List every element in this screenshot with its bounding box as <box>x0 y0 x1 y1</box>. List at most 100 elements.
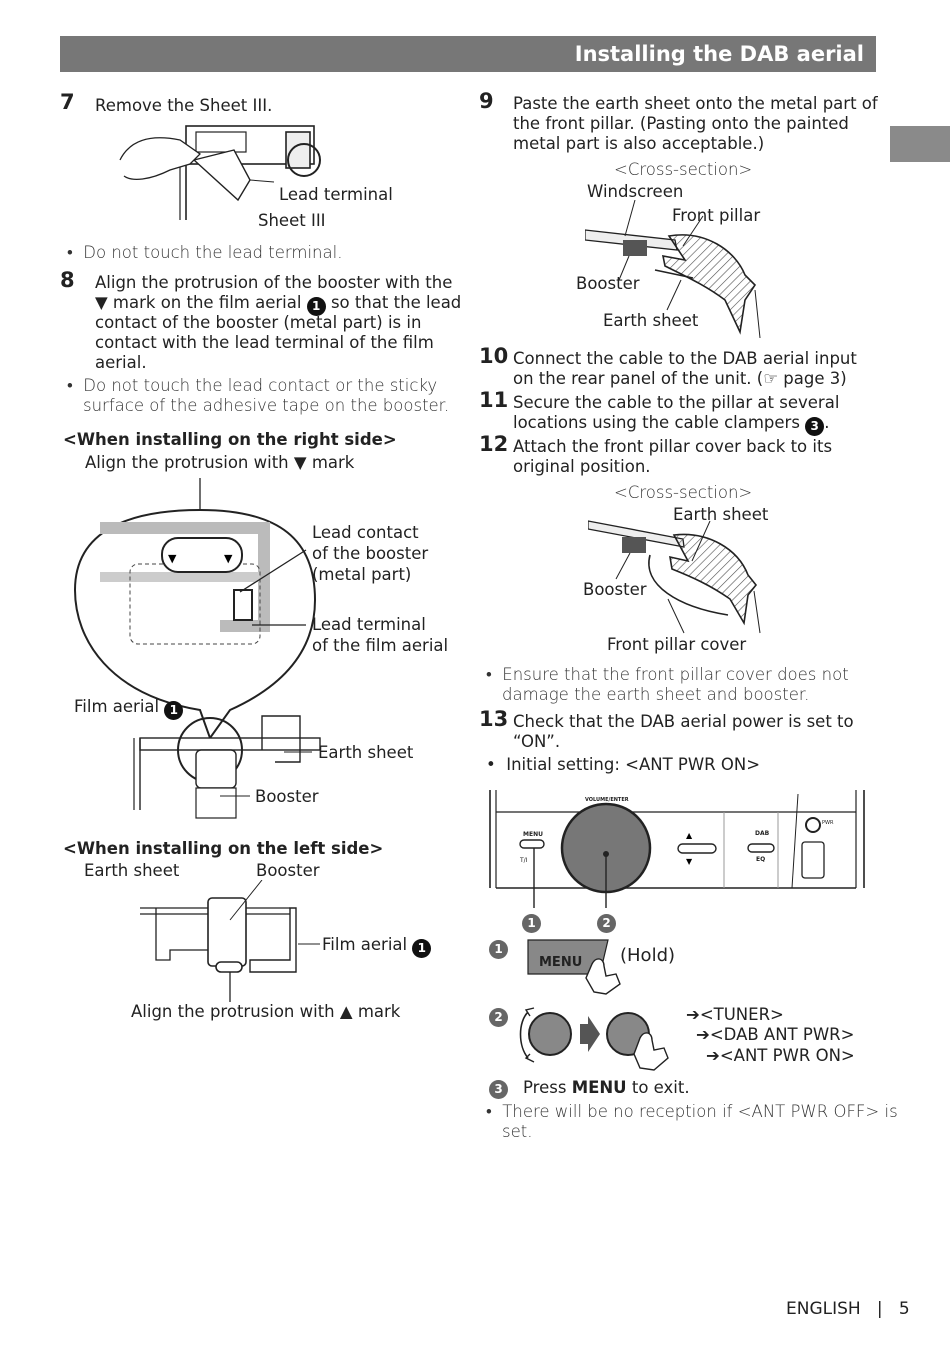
lead-terminal-label-2: of the film aerial <box>312 636 449 655</box>
panel-eq-text: EQ <box>756 856 766 863</box>
path-dab-ant-pwr: ➔<DAB ANT PWR> <box>696 1025 855 1044</box>
path-tuner: ➔<TUNER> <box>686 1005 784 1024</box>
step-8-text-d: contact with the lead terminal of the fi… <box>95 333 434 352</box>
callout-2-icon: 2 <box>597 914 616 933</box>
left-align-label: Align the protrusion with ▲ mark <box>131 1002 401 1021</box>
step-9-text-c: metal part is also acceptable.) <box>513 134 765 153</box>
footer-language: ENGLISH <box>786 1299 861 1319</box>
footer-separator: | <box>876 1299 883 1319</box>
marker-1-icon: 1 <box>164 701 184 720</box>
step-7-bullet: • Do not touch the lead terminal. <box>67 243 343 262</box>
knob-turn-push-illustration <box>519 1007 669 1071</box>
step-13-text-a: Check that the DAB aerial power is set t… <box>513 712 854 731</box>
step-13-text-b: “ON”. <box>513 732 561 751</box>
callout-1: 1 <box>522 910 541 933</box>
proc-marker-2-icon: 2 <box>489 1008 508 1027</box>
panel-pwr-text: PWR <box>822 820 834 826</box>
footer: ENGLISH | 5 <box>786 1299 910 1319</box>
step-13-number: 13 <box>479 707 509 731</box>
booster-label-9: Booster <box>576 274 640 293</box>
lead-terminal-label: Lead terminal <box>279 185 393 204</box>
proc-step-1: 1 <box>489 936 508 959</box>
header-bar: Installing the DAB aerial <box>60 36 876 72</box>
svg-text:▲: ▲ <box>686 831 693 840</box>
left-side-heading: <When installing on the left side> <box>63 839 384 858</box>
step-8-number: 8 <box>60 268 75 292</box>
step-10-number: 10 <box>479 344 509 368</box>
svg-text:▼: ▼ <box>224 552 233 565</box>
left-earth-sheet-label: Earth sheet <box>84 861 180 880</box>
proc-step-2: 2 <box>489 1004 508 1027</box>
booster-label-12: Booster <box>583 580 647 599</box>
step-10-text-b: on the rear panel of the unit. (☞ page 3… <box>513 369 847 388</box>
press-menu-text: Press MENU to exit. <box>523 1078 690 1097</box>
proc-step-3: 3 <box>489 1076 508 1099</box>
step-11-text-b: locations using the cable clampers 3. <box>513 413 829 436</box>
hold-label: (Hold) <box>620 945 676 966</box>
cross-section-label-1: <Cross-section> <box>614 160 753 179</box>
lead-contact-label-2: of the booster <box>312 544 429 563</box>
right-align-label: Align the protrusion with ▼ mark <box>85 453 355 472</box>
marker-1-icon: 1 <box>306 297 326 316</box>
proc-bullet-a: • There will be no reception if <ANT PWR… <box>486 1102 898 1121</box>
step-9-text-b: the front pillar. (Pasting onto the pain… <box>513 114 849 133</box>
front-panel-illustration: ▲ ▼ <box>489 790 865 908</box>
page-title: Installing the DAB aerial <box>574 42 864 66</box>
step-10-text-a: Connect the cable to the DAB aerial inpu… <box>513 349 857 368</box>
step-9-number: 9 <box>479 89 494 113</box>
panel-tiq-text: T/I <box>520 857 528 864</box>
path-ant-pwr-on: ➔<ANT PWR ON> <box>706 1046 855 1065</box>
lead-contact-label-3: (metal part) <box>312 565 412 584</box>
panel-dab-text: DAB <box>755 830 770 837</box>
front-pillar-label: Front pillar <box>672 206 761 225</box>
side-tab <box>890 126 950 162</box>
marker-3-icon: 3 <box>805 417 825 436</box>
step-12-text-b: original position. <box>513 457 651 476</box>
booster-label: Booster <box>255 787 319 806</box>
step-11-number: 11 <box>479 388 509 412</box>
callout-1-icon: 1 <box>522 914 541 933</box>
step-7-text: Remove the Sheet III. <box>95 96 273 115</box>
right-side-illustration: ▼▼ <box>73 478 321 819</box>
proc-marker-1-icon: 1 <box>489 940 508 959</box>
panel-menu-text: MENU <box>523 831 543 838</box>
proc-bullet-b: set. <box>502 1122 533 1141</box>
sheet-removal-illustration <box>119 125 321 220</box>
step-8-bullet-b: surface of the adhesive tape on the boos… <box>83 396 450 415</box>
panel-volume-text: VOLUME/ENTER <box>585 797 629 803</box>
callout-2: 2 <box>597 910 616 933</box>
step-12-text-a: Attach the front pillar cover back to it… <box>513 437 833 456</box>
step-8-text-c: contact of the booster (metal part) is i… <box>95 313 422 332</box>
film-aerial-label: Film aerial 1 <box>74 697 184 720</box>
menu-button-illustration <box>527 939 621 995</box>
step-9-text-a: Paste the earth sheet onto the metal par… <box>513 94 878 113</box>
earth-sheet-label-12: Earth sheet <box>673 505 769 524</box>
cross-section-label-2: <Cross-section> <box>614 483 753 502</box>
left-side-illustration <box>140 880 320 1002</box>
left-film-aerial-label: Film aerial 1 <box>322 935 432 958</box>
left-booster-label: Booster <box>256 861 320 880</box>
step-12-number: 12 <box>479 432 509 456</box>
earth-sheet-label-9: Earth sheet <box>603 311 699 330</box>
proc-marker-3-icon: 3 <box>489 1080 508 1099</box>
svg-text:▼: ▼ <box>168 552 177 565</box>
lead-terminal-label-1: Lead terminal <box>312 615 426 634</box>
menu-button-text: MENU <box>539 955 583 970</box>
step-8-text-a: Align the protrusion of the booster with… <box>95 273 453 292</box>
page-number: 5 <box>898 1299 910 1319</box>
marker-1-icon: 1 <box>412 939 432 958</box>
step-12-bullet-a: • Ensure that the front pillar cover doe… <box>486 665 849 684</box>
windscreen-label: Windscreen <box>587 182 684 201</box>
earth-sheet-label: Earth sheet <box>318 743 414 762</box>
right-side-heading: <When installing on the right side> <box>63 430 397 449</box>
step-12-bullet-b: damage the earth sheet and booster. <box>502 685 810 704</box>
pillar-cross-section-1 <box>585 200 761 339</box>
step-8-bullet-a: • Do not touch the lead contact or the s… <box>67 376 438 395</box>
svg-text:▼: ▼ <box>686 857 693 866</box>
front-pillar-cover-label: Front pillar cover <box>607 635 747 654</box>
sheet-3-label: Sheet III <box>258 211 326 230</box>
step-11-text-a: Secure the cable to the pillar at severa… <box>513 393 840 412</box>
step-7-number: 7 <box>60 90 75 114</box>
step-8-text-b: ▼ mark on the film aerial 1 so that the … <box>95 293 461 316</box>
pillar-cross-section-2 <box>588 520 761 634</box>
